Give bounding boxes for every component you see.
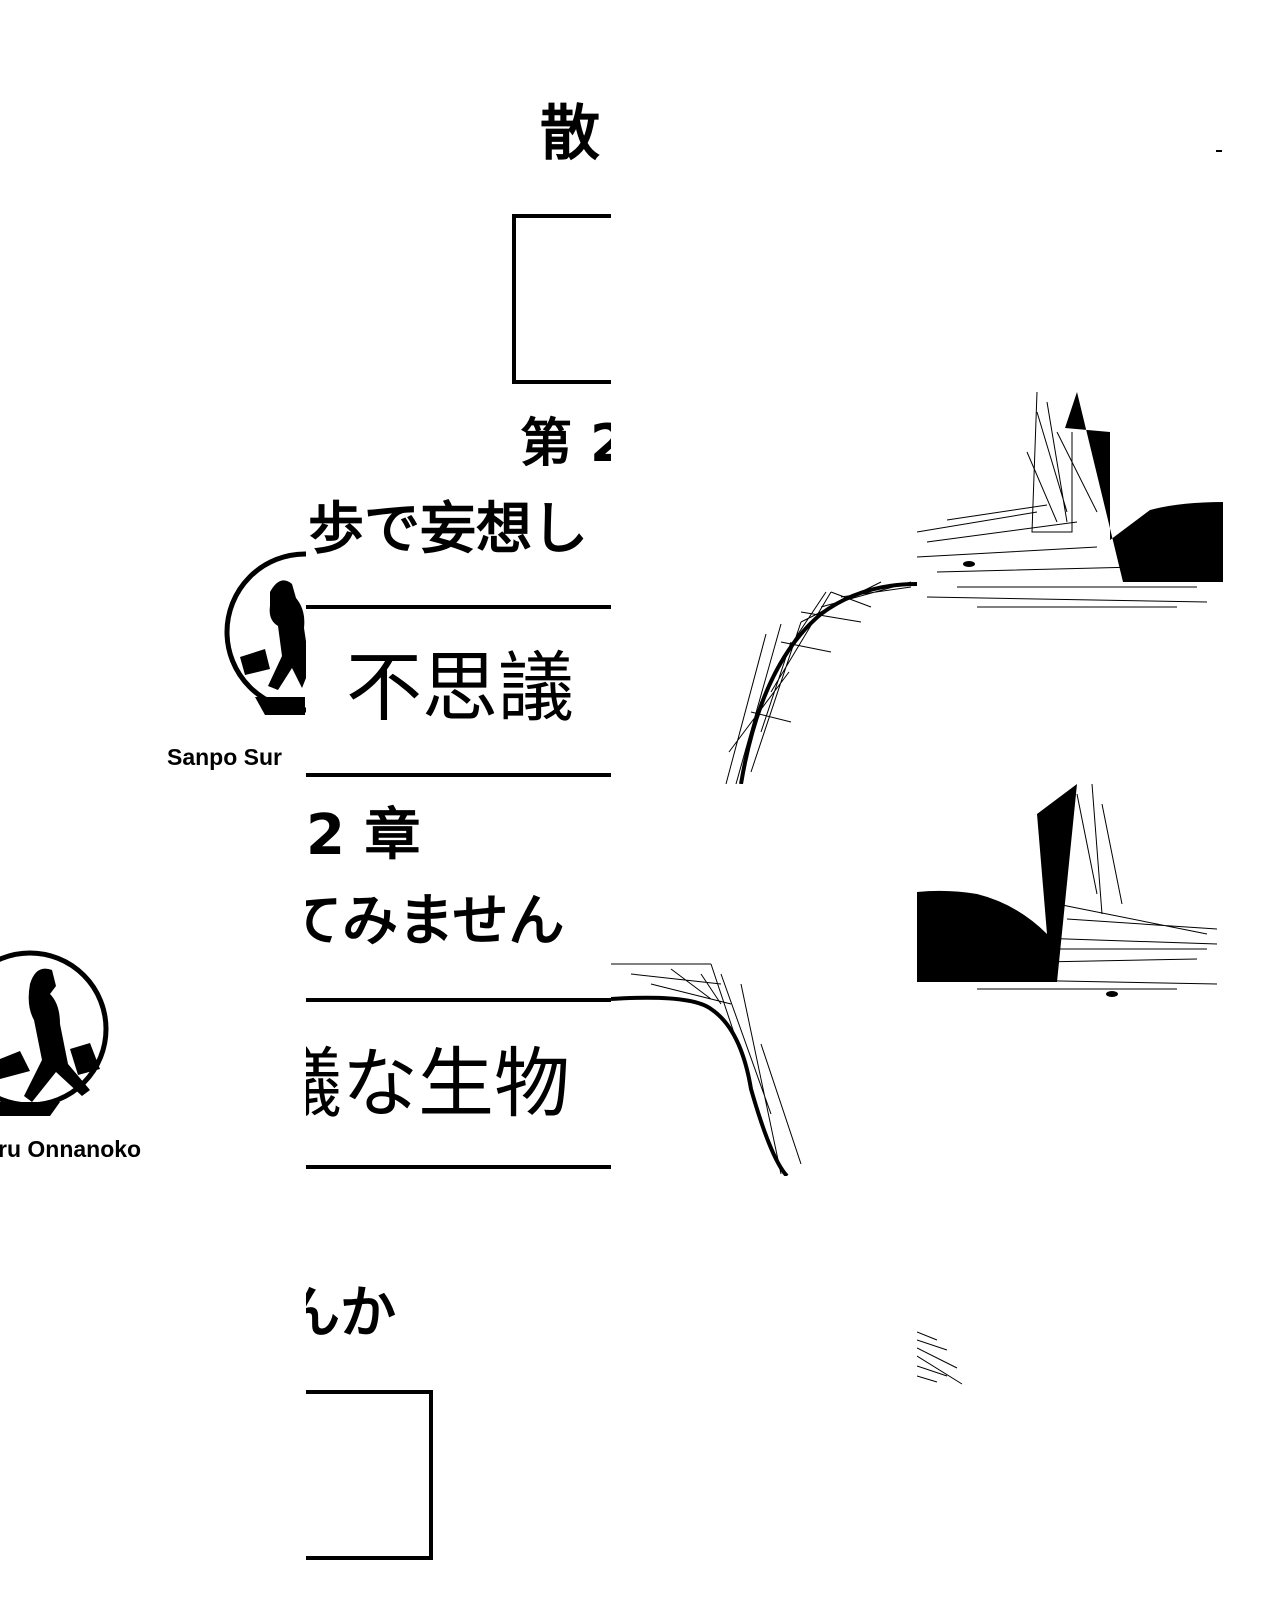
cliff-illustration: [611, 963, 802, 1176]
divider: [306, 1165, 611, 1169]
tile-illustration-ground-2: [917, 784, 1223, 1176]
title-kanji: 散: [540, 99, 600, 169]
tile-heading-2: 2 章 てみません 議な生物: [306, 784, 611, 1176]
subtitle-part3: んか: [306, 1281, 396, 1346]
tile-title-top: 散: [306, 0, 611, 392]
hatch-illustration: [917, 1331, 963, 1385]
frame-left: [512, 214, 516, 384]
frame-top: [306, 1390, 433, 1394]
frame-bottom: [306, 1556, 433, 1560]
tile-heading-3: んか: [306, 1176, 611, 1600]
divider: [306, 605, 611, 609]
tile-illustration-cliff-1: [611, 392, 917, 784]
chapter-prefix: 第 2: [520, 414, 611, 474]
tile-logo-2: ru Onnanoko: [0, 784, 306, 1176]
frame-bottom: [512, 380, 611, 384]
ground-illustration: [917, 392, 1223, 608]
ground-illustration: [917, 784, 1218, 997]
subtitle-part1: 歩で妄想し: [308, 497, 588, 562]
mark: [1216, 150, 1222, 152]
tile-illustration-ground-1: [917, 392, 1223, 784]
cliff-illustration: [725, 581, 917, 784]
frame-top: [512, 214, 611, 218]
walking-figure-logo-icon: [0, 950, 109, 1116]
tile-heading-1: 第 2 歩で妄想し 不思議: [306, 392, 611, 784]
tile-logo-1: Sanpo Sur: [0, 392, 306, 784]
divider: [306, 998, 611, 1002]
tile-illustration-cliff-2: [611, 784, 917, 1176]
divider: [306, 773, 611, 777]
episode-title-part1: 不思議: [346, 643, 574, 732]
subtitle-part2: てみません: [306, 889, 565, 954]
walking-figure-logo-icon: [224, 551, 306, 715]
tile-illustration-hatch: [917, 1176, 1223, 1568]
chapter-number: 2 章: [306, 803, 421, 868]
frame-right: [429, 1390, 433, 1560]
logo-text: ru Onnanoko: [0, 1136, 142, 1162]
episode-title-part2: 議な生物: [306, 1039, 570, 1128]
logo-text: Sanpo Sur: [167, 744, 283, 770]
